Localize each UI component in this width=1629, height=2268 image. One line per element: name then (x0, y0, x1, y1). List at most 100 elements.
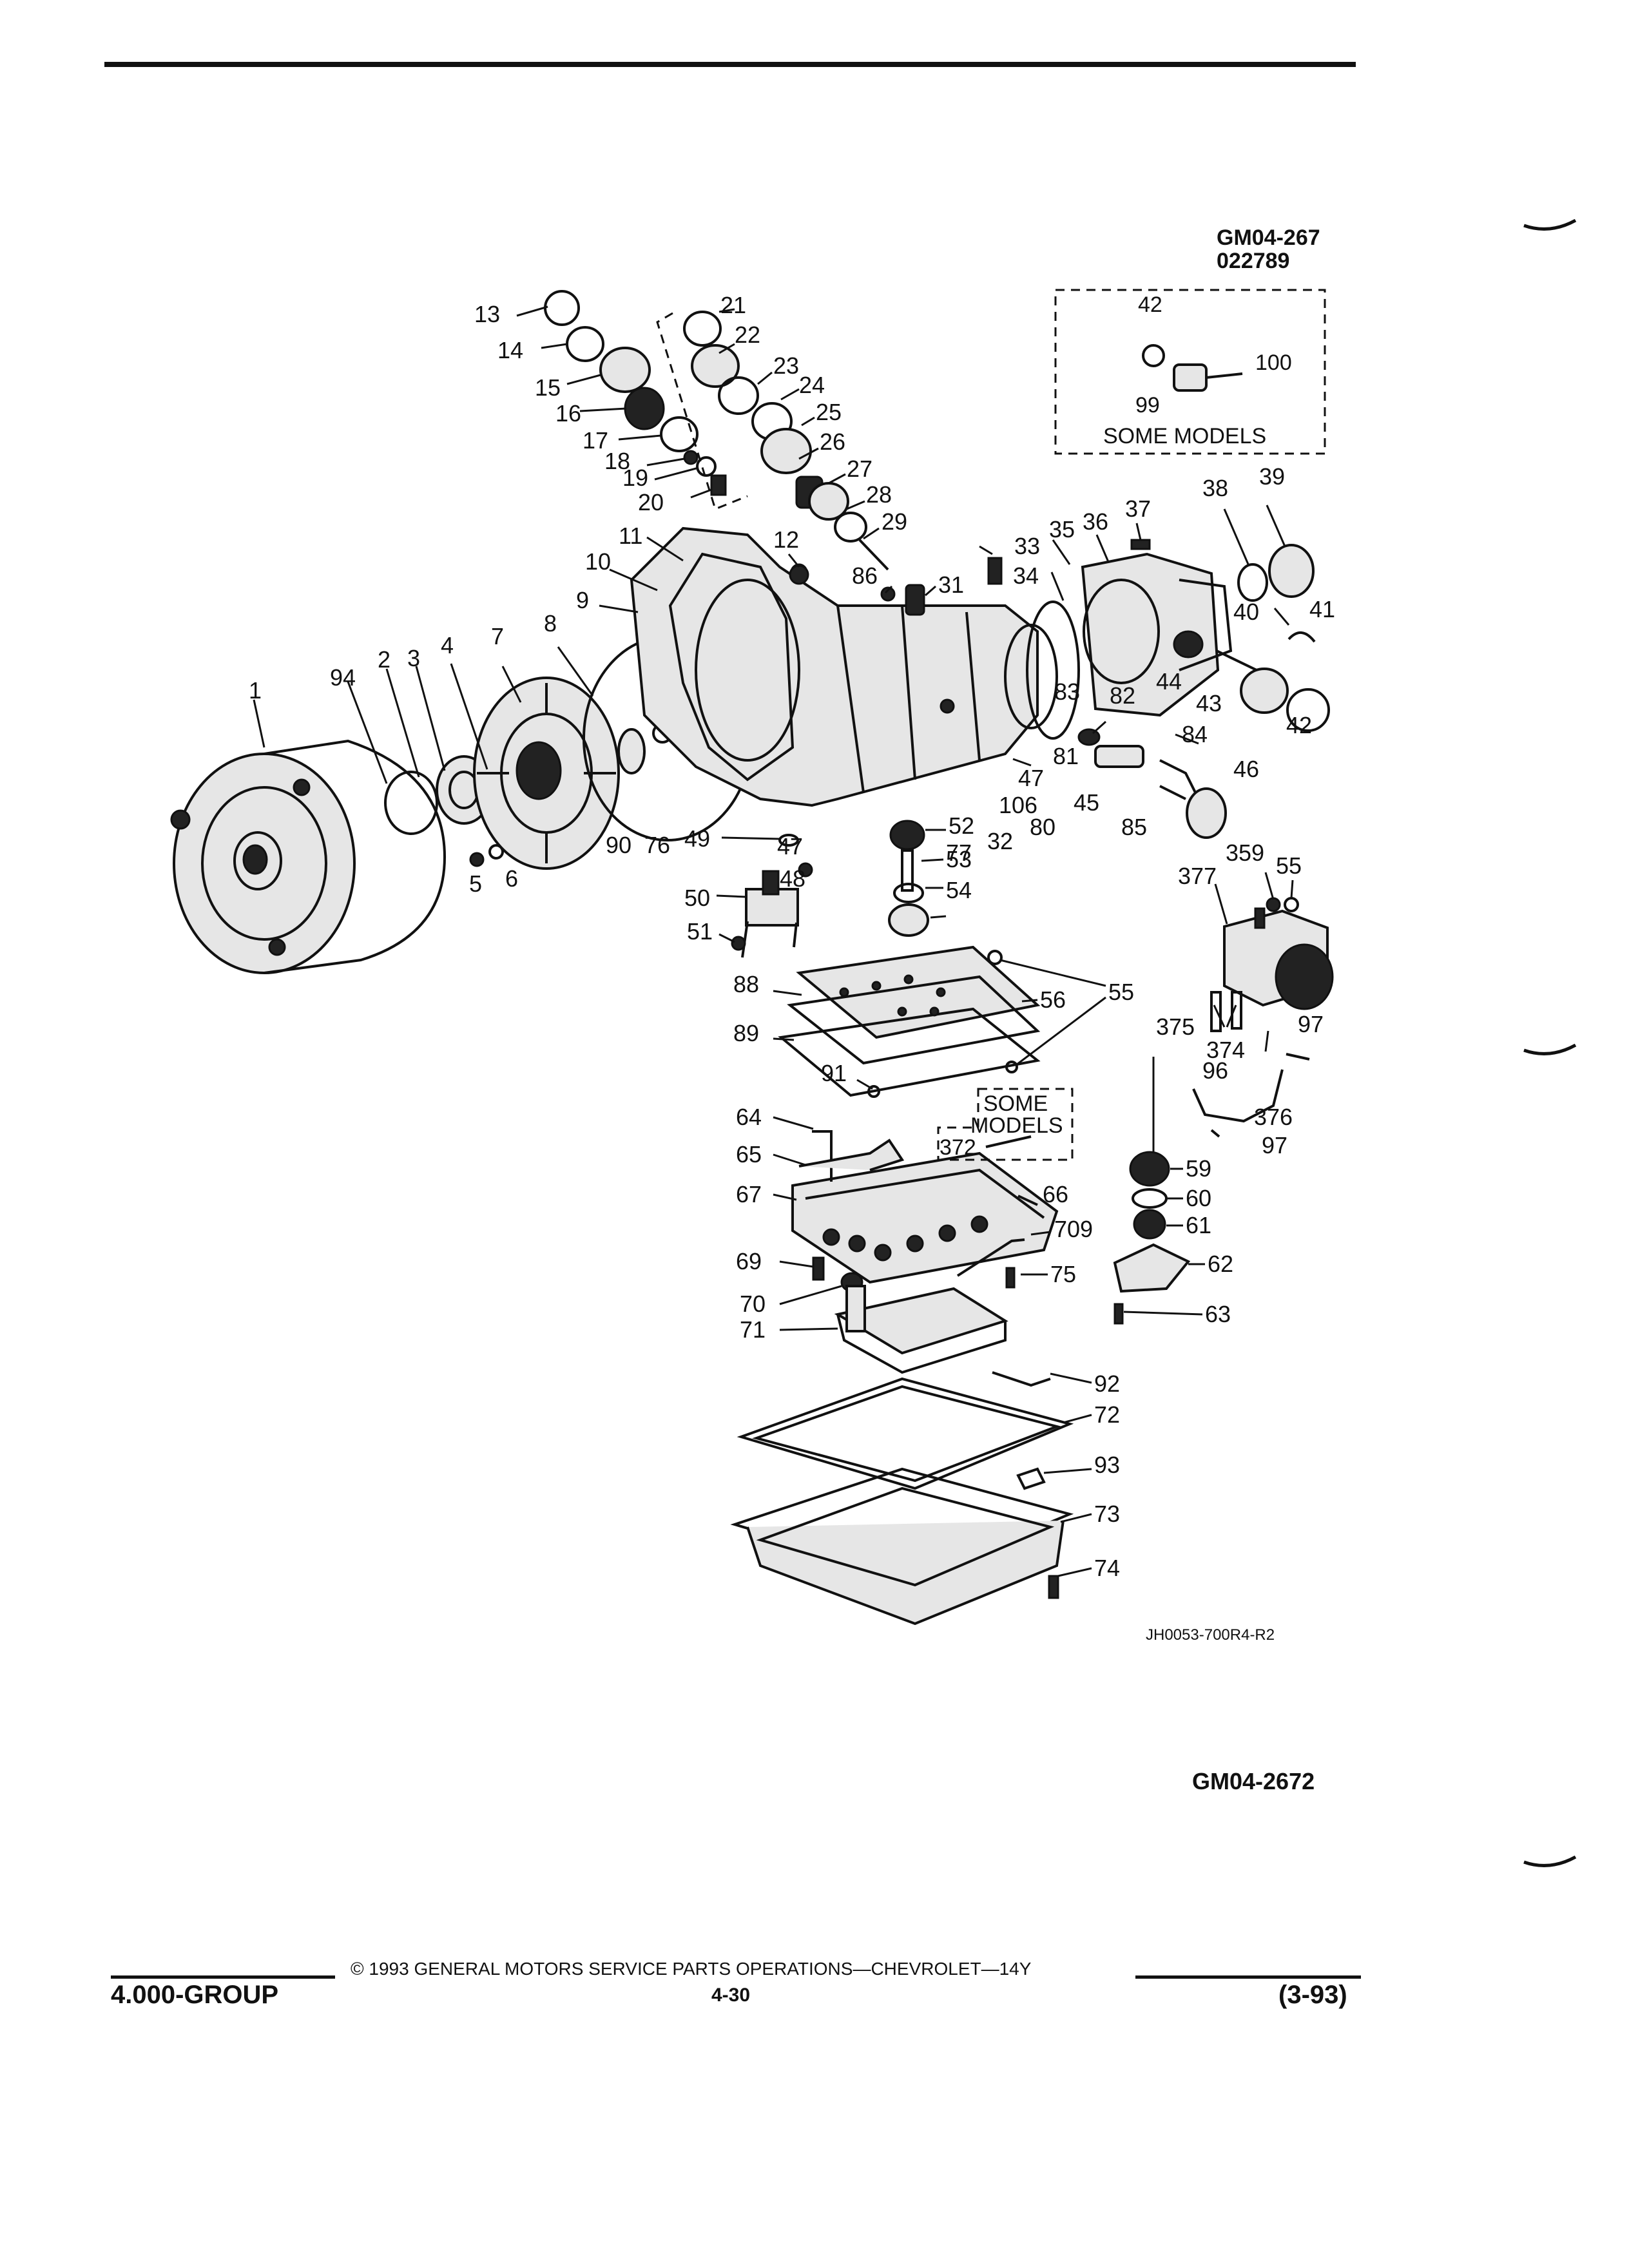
bolt-69 (812, 1256, 825, 1281)
callout-91: 91 (821, 1060, 847, 1086)
callout-94: 94 (330, 664, 356, 691)
clip-97 (1286, 1053, 1310, 1061)
callout-25: 25 (816, 399, 842, 425)
bolt-37 (1130, 539, 1151, 550)
callout-29: 29 (882, 508, 907, 535)
callout-709: 709 (1054, 1216, 1093, 1242)
footer-copyright: © 1993 GENERAL MOTORS SERVICE PARTS OPER… (351, 1959, 1032, 1979)
callout-66: 66 (1043, 1181, 1068, 1207)
callout-19: 19 (622, 465, 648, 491)
callout-75: 75 (1050, 1261, 1076, 1287)
speedo-drive-group (1216, 631, 1330, 732)
margin-mark-1 (1523, 219, 1577, 231)
callout-13: 13 (474, 301, 500, 327)
callout-375: 375 (1156, 1014, 1195, 1040)
callout-96: 96 (1202, 1057, 1228, 1084)
callout-54: 54 (946, 877, 972, 903)
callout-49: 49 (684, 825, 710, 852)
callout-359: 359 (1226, 840, 1264, 866)
callout-50: 50 (684, 885, 710, 911)
callout-3: 3 (407, 645, 420, 671)
callout-92: 92 (1094, 1370, 1120, 1397)
callout-11: 11 (619, 523, 642, 549)
servo-59-63 (1113, 1057, 1191, 1325)
callout-43: 43 (1196, 690, 1222, 716)
callout-60: 60 (1186, 1185, 1211, 1211)
callout-28: 28 (866, 481, 892, 508)
callout-86: 86 (852, 562, 878, 589)
footer-rule-right (1135, 1975, 1361, 1979)
valve-inset-line2: MODELS (970, 1113, 1063, 1138)
callout-56: 56 (1040, 986, 1066, 1013)
screen-91 (867, 1085, 880, 1098)
callout-32: 32 (987, 828, 1013, 854)
screw-48 (798, 862, 813, 878)
extension-housing (1081, 552, 1233, 717)
wire-96 (1192, 1069, 1284, 1123)
callout-89: 89 (733, 1020, 759, 1046)
callout-61: 61 (1186, 1212, 1211, 1238)
o-ring-42 (1142, 344, 1165, 367)
callout-81: 81 (1053, 743, 1079, 769)
bolt-75 (1005, 1267, 1016, 1289)
callout-41: 41 (1309, 596, 1335, 622)
callout-45: 45 (1074, 789, 1099, 816)
accumulator-52-54 (888, 820, 929, 937)
callout-8: 8 (544, 610, 557, 637)
inset-label-100: 100 (1255, 351, 1292, 375)
callout-37: 37 (1125, 495, 1151, 522)
callout-33: 33 (1014, 533, 1040, 559)
clip-97b (1210, 1129, 1220, 1138)
callout-55b: 55 (1276, 852, 1302, 879)
callout-27: 27 (847, 456, 872, 482)
check-ball-55b (1005, 1061, 1018, 1073)
footer-rule-left (111, 1975, 335, 1979)
callout-5: 5 (469, 870, 482, 897)
callout-376: 376 (1254, 1104, 1293, 1130)
bolt-100 (1206, 372, 1243, 379)
control-valve-body (791, 1151, 1059, 1284)
footer-group: 4.000-GROUP (111, 1981, 279, 2009)
bushing-38 (1237, 563, 1268, 602)
callout-97a: 97 (1298, 1011, 1324, 1037)
callout-15: 15 (535, 374, 561, 401)
inset-label-99: 99 (1135, 393, 1160, 418)
callout-42: 42 (1286, 712, 1312, 738)
callout-93: 93 (1094, 1452, 1120, 1478)
pan-gasket-72-inner (752, 1385, 1061, 1483)
pan-gasket-72 (737, 1377, 1074, 1490)
callout-23: 23 (773, 352, 799, 379)
check-ball-55 (987, 950, 1003, 965)
pan-bolt-74 (1048, 1575, 1059, 1599)
callout-76: 76 (644, 832, 670, 858)
callout-20: 20 (638, 489, 664, 515)
valve-inset-line1: SOME (983, 1091, 1048, 1116)
callout-85: 85 (1121, 814, 1147, 840)
oil-filter-71 (834, 1285, 1008, 1374)
footer-page: 4-30 (711, 1984, 751, 2006)
callout-14: 14 (497, 337, 523, 363)
callout-38: 38 (1202, 475, 1228, 501)
accumulator-stack (683, 311, 889, 571)
leader-lines (253, 305, 1294, 1577)
callout-24: 24 (799, 372, 825, 398)
callout-31: 31 (938, 572, 964, 598)
drawing-code: JH0053-700R4-R2 (1146, 1626, 1275, 1644)
speed-sensor-45 (1077, 728, 1200, 800)
callouts: 1 2 3 4 5 6 7 8 9 10 11 12 13 14 15 16 1… (249, 292, 1335, 1581)
callout-106: 106 (999, 792, 1037, 818)
callout-73: 73 (1094, 1501, 1120, 1527)
oil-pan-73 (730, 1467, 1074, 1626)
callout-12: 12 (773, 526, 799, 553)
spring-31 (905, 584, 925, 616)
date-code-top: 022789 (1217, 249, 1290, 273)
pressure-switch-377 (1210, 897, 1334, 1032)
callout-26: 26 (820, 428, 845, 455)
spacer-plates (778, 945, 1041, 1097)
callout-62: 62 (1208, 1251, 1233, 1277)
callout-69: 69 (736, 1248, 762, 1274)
callout-84: 84 (1182, 721, 1208, 747)
callout-35: 35 (1049, 516, 1075, 543)
callout-47b: 47 (777, 833, 803, 860)
